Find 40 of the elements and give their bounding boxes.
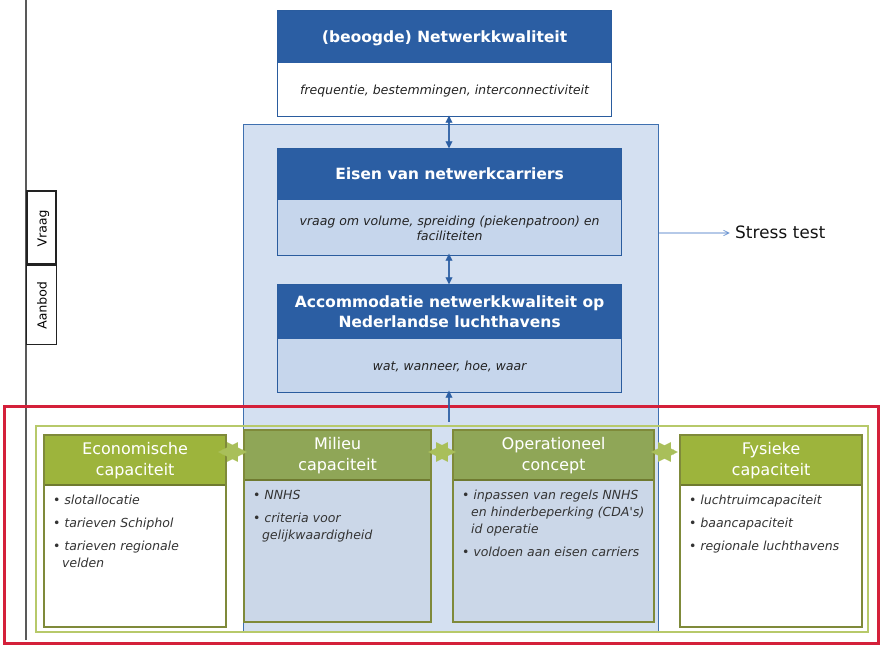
process-box — [277, 10, 612, 117]
box-heading: Operationeel concept — [454, 431, 653, 481]
bullet-item: • NNHS — [253, 487, 302, 504]
box-description: wat, wanneer, hoe, waar — [372, 357, 528, 375]
bullet-item: • slotallocatie — [53, 492, 141, 509]
process-box — [277, 284, 622, 393]
category-box — [243, 429, 432, 623]
bullet-item: • criteria voor gelijkwaardigheid — [253, 510, 374, 544]
arrow — [428, 442, 456, 462]
bullet-item: • tarieven regionale velden — [53, 538, 180, 572]
box-heading: Fysieke capaciteit — [681, 436, 861, 486]
bullet-item: • inpassen van regels NNHS en hinderbeperking (CDA's) id operatie — [462, 487, 646, 538]
bullet-item: • voldoen aan eisen carriers — [462, 544, 640, 560]
arrow — [651, 442, 678, 462]
bullet-item: • regionale luchthavens — [689, 538, 840, 555]
output-label: Stress test — [735, 219, 835, 247]
axis-section-box — [26, 190, 57, 265]
process-box — [277, 148, 622, 256]
arrow — [658, 230, 730, 236]
bullet-item: • luchtruimcapaciteit — [689, 492, 823, 509]
arrow — [445, 390, 453, 422]
box-description: frequentie, bestemmingen, interconnectiviteit — [299, 81, 590, 99]
arrow — [445, 254, 453, 284]
arrow — [445, 116, 453, 148]
category-box — [452, 429, 655, 623]
group-frame — [243, 124, 659, 632]
box-description: vraag om volume, spreiding (piekenpatroon) en faciliteiten — [298, 212, 600, 244]
category-box — [679, 434, 863, 628]
box-heading: Eisen van netwerkcarriers — [278, 149, 621, 200]
axis-label: Aanbod — [34, 281, 49, 329]
box-heading: Accommodatie netwerkkwaliteit op Nederlandse luchthavens — [278, 285, 621, 339]
bullet-item: • tarieven Schiphol — [53, 514, 174, 532]
bullet-item: • baancapaciteit — [689, 514, 794, 532]
category-box — [43, 434, 227, 628]
axis-label: Vraag — [34, 209, 49, 246]
box-heading: (beoogde) Netwerkkwaliteit — [278, 11, 611, 63]
axis-section-box — [26, 265, 57, 345]
arrow — [218, 442, 247, 462]
box-heading: Economische capaciteit — [45, 436, 225, 486]
box-heading: Milieu capaciteit — [245, 431, 430, 481]
